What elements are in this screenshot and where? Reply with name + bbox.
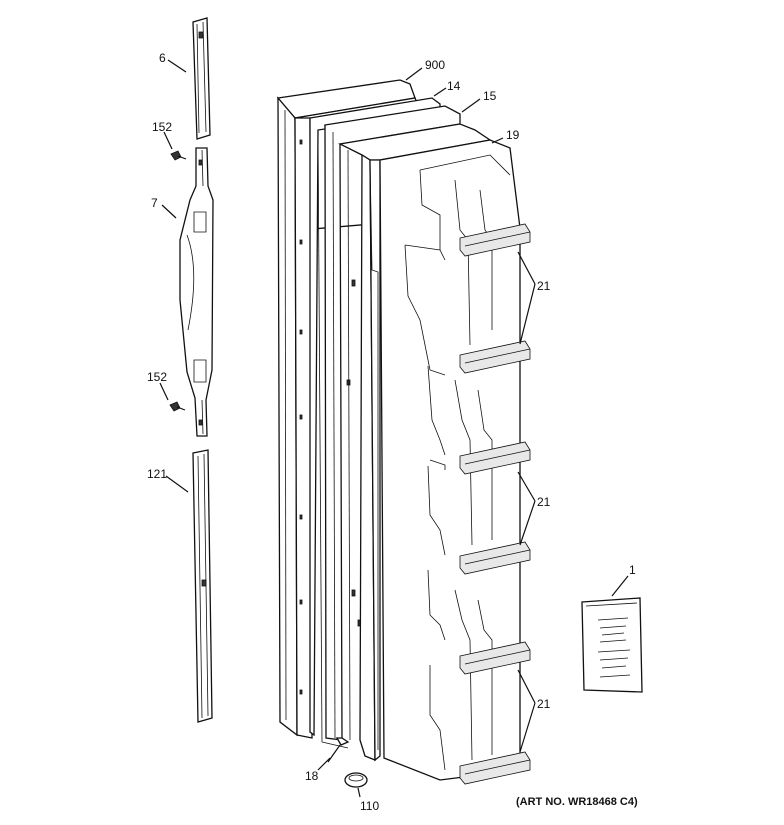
- part-19-inner-liner: [337, 123, 492, 762]
- callout-14: 14: [447, 79, 461, 93]
- callout-15: 15: [483, 89, 497, 103]
- part-110-cap: [344, 772, 368, 788]
- part-19-bin-wells: [379, 139, 521, 781]
- callout-152-lower: 152: [147, 370, 167, 384]
- callout-7: 7: [151, 196, 158, 210]
- callout-19: 19: [506, 128, 520, 142]
- art-number-caption: (ART NO. WR18468 C4): [516, 796, 638, 808]
- part-7-handle: [179, 147, 214, 437]
- part-152-screw-lower: [169, 401, 186, 412]
- callout-1: 1: [629, 563, 636, 577]
- part-121-trim-bottom: [192, 449, 213, 723]
- part-152-screw-upper: [170, 150, 187, 161]
- callout-6: 6: [159, 51, 166, 65]
- callout-121: 121: [147, 467, 167, 481]
- callout-152-upper: 152: [152, 120, 172, 134]
- part-6-trim-top: [192, 17, 211, 140]
- callout-21-middle: 21: [537, 495, 551, 509]
- part-18-rod: [327, 737, 350, 763]
- part-21-shelf-bar-3: [459, 441, 531, 475]
- callout-900: 900: [425, 58, 445, 72]
- callout-21-lower: 21: [537, 697, 551, 711]
- part-21-shelf-bar-1: [459, 223, 531, 257]
- part-21-shelf-bar-5: [459, 641, 531, 675]
- part-21-shelf-bar-4: [459, 541, 531, 575]
- callout-21-upper: 21: [537, 279, 551, 293]
- part-21-shelf-bar-6: [459, 751, 531, 785]
- part-1-literature-booklet: [581, 597, 643, 693]
- callout-18: 18: [305, 769, 319, 783]
- callout-110: 110: [360, 799, 379, 813]
- part-21-shelf-bar-2: [459, 340, 531, 374]
- leader-lines: [159, 59, 629, 798]
